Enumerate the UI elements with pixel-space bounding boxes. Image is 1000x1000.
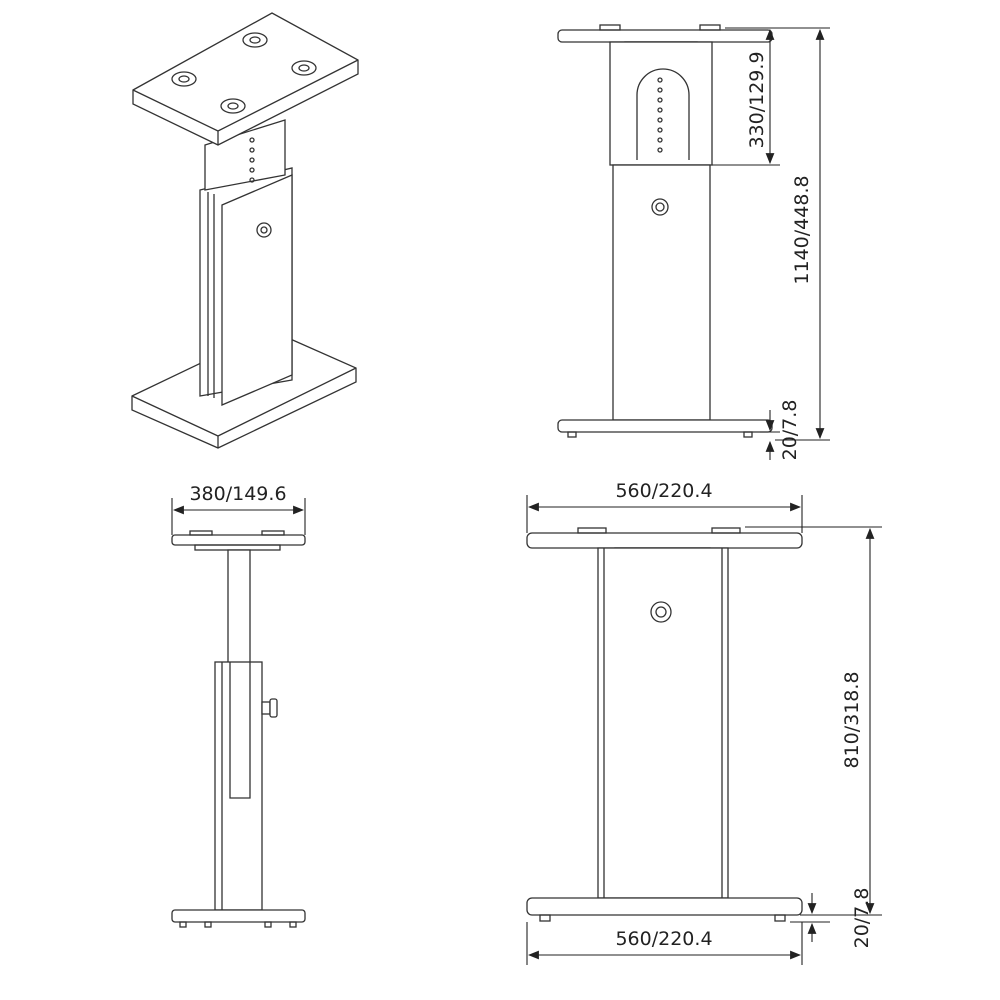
base-plate	[557, 419, 773, 433]
top-plate-collapsed	[526, 532, 803, 549]
foot-height-collapsed-label: 20/7.8	[851, 888, 873, 949]
iso-inner-column	[204, 119, 286, 191]
side-top-plate	[171, 534, 306, 546]
side-view: 380/149.6	[171, 483, 306, 928]
top-width-label: 560/220.4	[615, 480, 712, 502]
adjust-slot	[636, 68, 690, 160]
top-plate	[557, 29, 773, 43]
iso-top-plate	[132, 12, 359, 146]
front-view-extended: 1140/448.8 330/129.9 20/7.8	[557, 24, 830, 461]
iso-hole-row	[249, 137, 255, 183]
base-width-label: 560/220.4	[615, 928, 712, 950]
isometric-view	[131, 12, 359, 449]
hole-row	[657, 77, 663, 153]
column-collapsed	[597, 547, 729, 899]
total-height-label: 1140/448.8	[791, 175, 813, 284]
iso-pads	[171, 32, 317, 114]
knob-collapsed-icon	[650, 601, 672, 623]
foot-height-label: 20/7.8	[779, 400, 801, 461]
side-base-plate	[171, 909, 306, 923]
side-column-sleeve	[214, 661, 263, 911]
height-collapsed-label: 810/318.8	[841, 671, 863, 768]
base-plate-collapsed	[526, 897, 803, 916]
side-width-label: 380/149.6	[189, 483, 286, 505]
front-view-collapsed: 560/220.4 810/318.8 20/7.8 560/220.4	[526, 480, 882, 965]
knob-icon	[651, 198, 669, 216]
inner-column	[609, 41, 713, 166]
iso-knob-icon	[256, 222, 272, 238]
side-knob-icon	[261, 701, 271, 715]
adjust-range-label: 330/129.9	[746, 51, 768, 148]
